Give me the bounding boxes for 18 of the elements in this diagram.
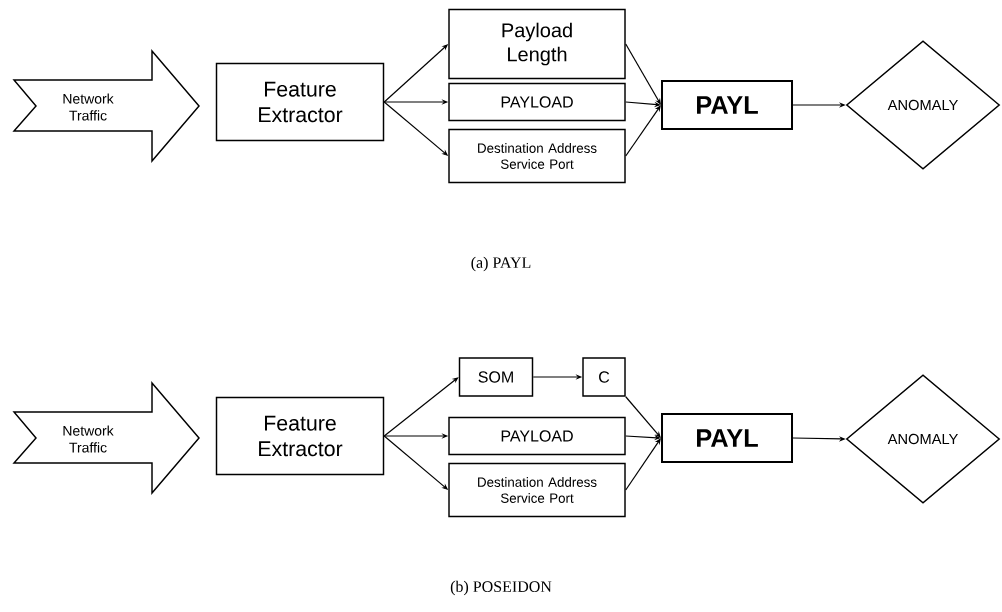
feature-box: SOM	[458, 357, 534, 397]
caption: (a) PAYL	[471, 256, 531, 272]
arrow	[625, 43, 661, 105]
detector-box: PAYL	[661, 80, 793, 130]
process-box: Feature Extractor	[215, 62, 385, 142]
feature-box: Destination Address Service Port	[448, 128, 626, 184]
feature-box: Destination Address Service Port	[448, 462, 626, 518]
process-box: Feature Extractor	[215, 396, 385, 476]
arrow	[383, 377, 459, 437]
detector-box: PAYL	[661, 413, 793, 463]
feature-box: C	[582, 357, 626, 397]
feature-box: PAYLOAD	[448, 82, 626, 122]
arrow	[625, 396, 661, 438]
arrow	[625, 438, 661, 491]
feature-box: Payload Length	[448, 8, 626, 80]
caption: (b) POSEIDON	[450, 580, 552, 596]
arrow	[625, 105, 661, 157]
feature-box: PAYLOAD	[448, 416, 626, 456]
